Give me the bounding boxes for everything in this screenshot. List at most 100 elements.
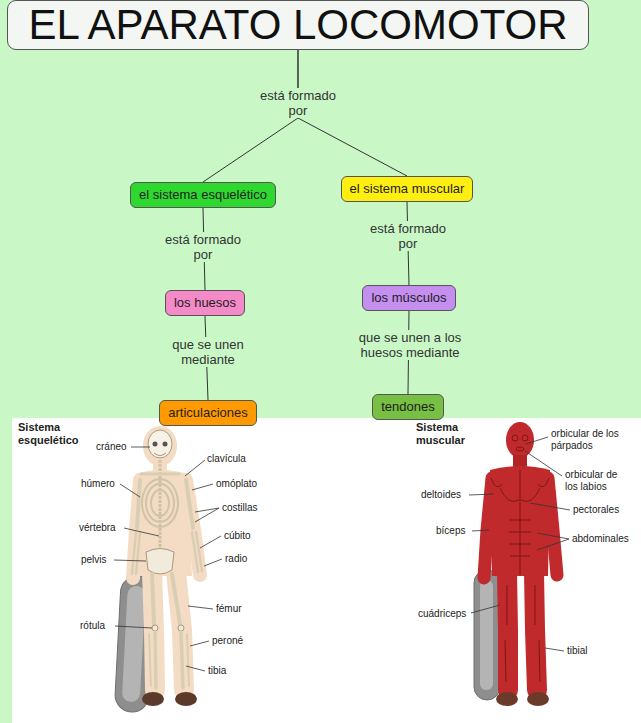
- part-label: pelvis: [81, 554, 107, 566]
- leader-line: [469, 494, 494, 495]
- ulna: [136, 532, 140, 574]
- part-label: cuádriceps: [418, 608, 466, 620]
- part-label: cráneo: [96, 441, 127, 453]
- ab-line: [509, 520, 531, 521]
- ribs: [146, 484, 174, 522]
- mouth-muscle: [516, 447, 524, 451]
- leader-line: [471, 605, 500, 613]
- deltoid-line: [538, 478, 549, 487]
- shoe: [175, 692, 197, 706]
- part-label: húmero: [81, 478, 115, 490]
- leader-lines: [114, 447, 222, 671]
- part-label: pectorales: [573, 504, 619, 516]
- concept-text: tendones: [381, 399, 435, 415]
- skeleton-figure: [114, 426, 202, 713]
- eye-muscle: [522, 435, 528, 441]
- leader-line: [192, 484, 213, 490]
- title-text: EL APARATO LOCOMOTOR: [28, 2, 567, 48]
- edge-label: está formado por: [158, 232, 248, 262]
- edge-label: está formado por: [363, 221, 453, 251]
- concept-text: el sistema esquelético: [139, 187, 267, 203]
- midline: [520, 470, 521, 575]
- part-label: abdominales: [572, 533, 629, 545]
- patella: [178, 625, 184, 631]
- tibia-bone: [181, 632, 183, 688]
- muscle-neck: [513, 455, 527, 467]
- muscle-detail: [491, 435, 549, 682]
- pectoral-line: [521, 488, 540, 502]
- part-label: omóplato: [216, 478, 257, 490]
- leg-line: [539, 640, 540, 682]
- part-label: fémur: [216, 603, 242, 615]
- figure-heading: Sistema esquelético: [18, 421, 93, 447]
- part-label: bíceps: [436, 525, 465, 537]
- muscle-arm: [484, 478, 492, 578]
- concept-text: los huesos: [174, 295, 236, 311]
- clavicle: [141, 473, 179, 476]
- ab-line: [510, 556, 530, 557]
- concept-box: tendones: [372, 394, 444, 420]
- eye-socket: [163, 442, 168, 447]
- leader-line: [537, 539, 569, 550]
- leader-lines: [469, 437, 570, 651]
- ribs: [142, 479, 178, 527]
- concept-text: el sistema muscular: [350, 181, 465, 197]
- leader-line: [204, 559, 222, 566]
- part-label: peroné: [212, 635, 243, 647]
- leader-line: [131, 447, 150, 448]
- muscle-arm: [548, 478, 557, 575]
- muscle-leg: [507, 572, 508, 690]
- femur: [172, 574, 180, 624]
- white-panel: [12, 418, 641, 723]
- leader-line: [115, 626, 152, 628]
- concept-box: el sistema esquelético: [130, 182, 276, 208]
- part-label: orbicular de los labios: [565, 469, 627, 493]
- humerus: [186, 480, 193, 528]
- concept-text: los músculos: [371, 290, 446, 306]
- skateboard-deck: [122, 586, 146, 703]
- edge-label: está formado por: [253, 88, 343, 118]
- skateboard-deck: [480, 580, 493, 690]
- shoe: [142, 692, 164, 706]
- humerus: [137, 480, 140, 528]
- leader-line: [185, 460, 205, 476]
- leg-line: [507, 585, 508, 625]
- tibia-bone: [155, 632, 156, 688]
- concept-box: articulaciones: [159, 400, 257, 426]
- leader-line: [200, 536, 221, 548]
- part-label: tibia: [208, 665, 226, 677]
- pelvis-bone: [146, 549, 174, 575]
- title-box: EL APARATO LOCOMOTOR: [7, 0, 588, 50]
- patella: [152, 625, 158, 631]
- leader-line: [525, 451, 562, 476]
- leader-line: [545, 648, 564, 651]
- fibula: [149, 634, 151, 686]
- pectoral-line: [500, 488, 519, 502]
- leader-line: [120, 484, 140, 497]
- muscle-head: [506, 422, 534, 458]
- concept-box: los huesos: [165, 290, 245, 316]
- concept-text: articulaciones: [168, 405, 248, 421]
- part-label: deltoides: [421, 489, 461, 501]
- edge-label: que se unen mediante: [163, 337, 253, 367]
- skin-leg: [176, 572, 184, 690]
- deltoid-line: [491, 478, 502, 487]
- shoe: [496, 692, 518, 706]
- part-label: tibial: [567, 645, 588, 657]
- jaw: [154, 453, 166, 456]
- edge-label: que se unen a los huesos mediante: [349, 330, 471, 360]
- leader-line: [190, 641, 209, 646]
- figure-heading: Sistema muscular: [416, 421, 476, 447]
- muscle-torso: [490, 466, 550, 576]
- part-label: radio: [225, 553, 247, 565]
- leg-line: [535, 585, 536, 625]
- ab-line: [509, 544, 531, 545]
- leader-line: [186, 666, 205, 671]
- fibula: [187, 634, 189, 686]
- eye-socket: [153, 442, 158, 447]
- part-label: vértebra: [79, 522, 116, 534]
- leader-line: [188, 606, 213, 609]
- part-label: cúbito: [224, 530, 251, 542]
- leader-line: [530, 503, 570, 510]
